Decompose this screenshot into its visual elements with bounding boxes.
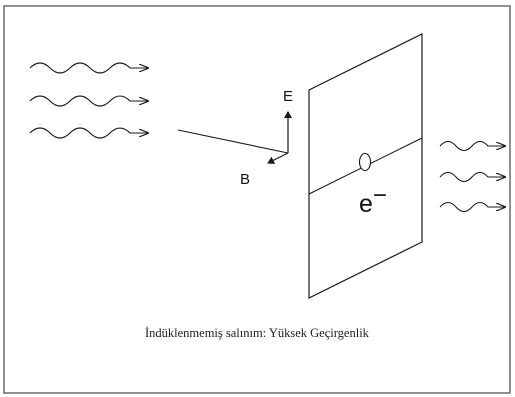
wavy-arrow-icon [439,171,505,183]
b-field-label: B [240,171,250,188]
electron [358,152,372,172]
incoming-waves [29,62,148,139]
arrow-diagonal-icon [267,152,289,164]
wavy-arrow-icon [439,140,505,152]
wavy-arrow-icon [439,201,505,213]
incident-line [177,129,289,154]
wavy-arrow-icon [29,62,148,74]
wavy-arrow-icon [29,95,148,107]
wavy-arrow-icon [29,127,148,139]
electron-label: e− [359,182,387,218]
e-field-label: E [283,88,293,105]
diagram-caption: İndüklenmemiş salınım: Yüksek Geçirgenli… [145,326,370,340]
outgoing-waves [439,140,505,213]
outer-border [3,5,511,394]
